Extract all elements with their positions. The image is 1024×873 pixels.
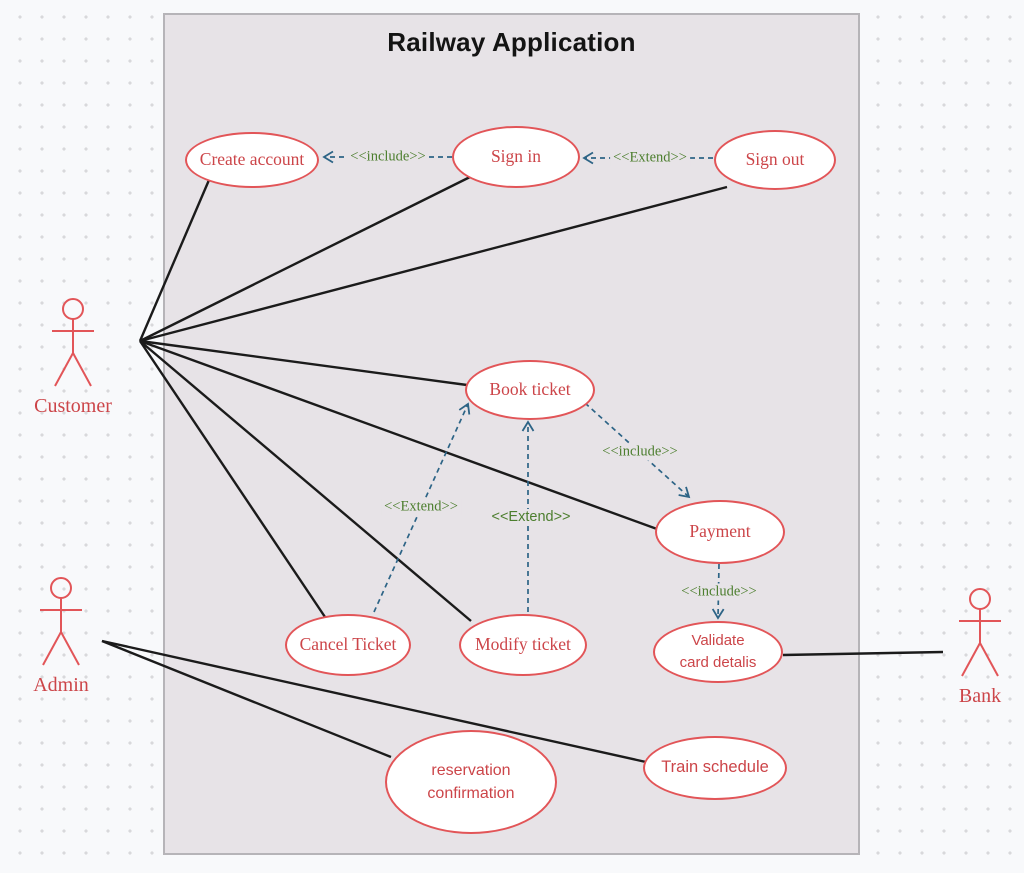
actor-admin-figure-icon bbox=[40, 577, 82, 666]
usecase-train-schedule[interactable]: Train schedule bbox=[643, 736, 787, 800]
actor-customer-figure-icon bbox=[52, 298, 94, 387]
relationship-label-include-bookticket-payment[interactable]: <<include>> bbox=[599, 443, 681, 461]
usecase-book-ticket-label: Book ticket bbox=[489, 379, 571, 400]
usecase-reservation-confirmation-label-line1: reservation bbox=[431, 761, 511, 779]
association-customer-modify-ticket[interactable] bbox=[139, 340, 472, 622]
relationship-label-include-signin-createaccount[interactable]: <<include>> bbox=[347, 148, 429, 166]
association-admin-train-schedule[interactable] bbox=[101, 639, 647, 764]
association-customer-payment[interactable] bbox=[139, 339, 658, 531]
relationship-label-extend-signout-signin[interactable]: <<Extend>> bbox=[610, 149, 690, 167]
usecase-sign-in-label: Sign in bbox=[490, 146, 542, 167]
usecase-reservation-confirmation[interactable]: reservation confirmation bbox=[385, 730, 557, 834]
usecase-payment-label: Payment bbox=[689, 521, 751, 542]
usecase-modify-ticket-label: Modify ticket bbox=[475, 634, 571, 655]
usecase-reservation-confirmation-label-line2: confirmation bbox=[427, 785, 515, 802]
actor-customer-label: Customer bbox=[34, 395, 112, 417]
usecase-sign-in[interactable]: Sign in bbox=[452, 126, 580, 188]
usecase-validate-card-details-label-line1: Validate bbox=[691, 632, 745, 650]
usecase-book-ticket[interactable]: Book ticket bbox=[465, 360, 595, 420]
usecase-sign-out-label: Sign out bbox=[745, 149, 805, 170]
relationship-label-extend-cancelticket-bookticket[interactable]: <<Extend>> bbox=[381, 498, 461, 516]
actor-customer[interactable]: Customer bbox=[34, 298, 112, 418]
relationship-label-extend-modifyticket-bookticket[interactable]: <<Extend>> bbox=[488, 509, 574, 525]
usecase-validate-card-details[interactable]: Validate card detalis bbox=[653, 621, 783, 683]
actor-bank[interactable]: Bank bbox=[957, 588, 1003, 708]
usecase-sign-out[interactable]: Sign out bbox=[714, 130, 836, 190]
association-customer-sign-in[interactable] bbox=[139, 175, 471, 343]
association-customer-book-ticket[interactable] bbox=[139, 339, 468, 387]
actor-bank-figure-icon bbox=[959, 588, 1001, 677]
usecase-modify-ticket[interactable]: Modify ticket bbox=[459, 614, 587, 676]
association-validate-card-bank[interactable] bbox=[782, 650, 944, 657]
extend-arrow-cancelticket-bookticket[interactable] bbox=[373, 402, 471, 613]
actor-admin[interactable]: Admin bbox=[33, 577, 89, 697]
actor-bank-label: Bank bbox=[958, 685, 1002, 707]
usecase-cancel-ticket-label: Cancel Ticket bbox=[299, 634, 397, 655]
usecase-payment[interactable]: Payment bbox=[655, 500, 785, 564]
association-customer-sign-out[interactable] bbox=[139, 185, 728, 343]
usecase-validate-card-details-label-line2: card detalis bbox=[679, 654, 757, 671]
usecase-create-account-label: Create account bbox=[199, 149, 305, 170]
diagram-title: Railway Application bbox=[387, 27, 636, 57]
usecase-create-account[interactable]: Create account bbox=[185, 132, 319, 188]
usecase-train-schedule-label: Train schedule bbox=[661, 758, 769, 777]
actor-admin-label: Admin bbox=[33, 674, 89, 696]
association-customer-create-account[interactable] bbox=[138, 179, 211, 342]
association-customer-cancel-ticket[interactable] bbox=[139, 340, 326, 618]
relationship-label-include-payment-validatecard[interactable]: <<include>> bbox=[678, 583, 760, 601]
usecase-cancel-ticket[interactable]: Cancel Ticket bbox=[285, 614, 411, 676]
association-admin-reservation-confirmation[interactable] bbox=[101, 639, 392, 759]
